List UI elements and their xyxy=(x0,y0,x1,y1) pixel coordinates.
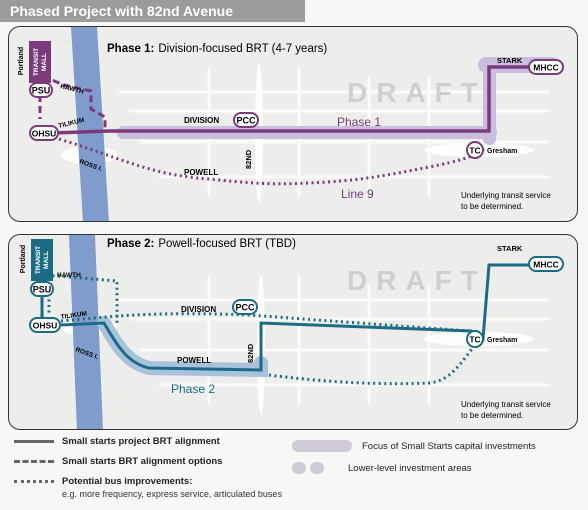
portland-label: Portland xyxy=(18,47,25,75)
mhcc-station[interactable]: MHCC xyxy=(528,256,564,272)
pcc-station[interactable]: PCC xyxy=(232,299,258,315)
focus-swatch xyxy=(292,440,352,452)
psu-station[interactable]: PSU xyxy=(30,281,54,297)
phase2-map: DRAFT TRANSIT MALL Portland PSU OHSU PCC xyxy=(20,235,564,429)
underlying-service-line2: to be determined. xyxy=(461,202,523,211)
legend-focus: Focus of Small Starts capital investment… xyxy=(292,440,536,452)
legend-lower: Lower-level investment areas xyxy=(292,462,472,474)
draft-watermark: DRAFT xyxy=(347,265,487,296)
psu-label: PSU xyxy=(33,285,52,295)
mhcc-station[interactable]: MHCC xyxy=(528,59,564,75)
willamette-river xyxy=(69,235,103,429)
psu-label: PSU xyxy=(32,86,51,96)
map-legend: Small starts project BRT alignment Small… xyxy=(14,434,584,510)
gresham-label: Gresham xyxy=(487,148,517,155)
willamette-river xyxy=(71,27,109,221)
mhcc-label: MHCC xyxy=(533,260,559,270)
ohsu-station[interactable]: OHSU xyxy=(29,317,61,333)
dotted-line-swatch xyxy=(14,480,54,483)
legend-solid-label: Small starts project BRT alignment xyxy=(62,436,220,447)
phase1-route-label: Phase 1 xyxy=(337,115,381,129)
transit-mall-box xyxy=(31,239,53,281)
phase1-title: Phase 1:Division-focused BRT (4-7 years) xyxy=(107,43,327,55)
page-title: Phased Project with 82nd Avenue Crossove… xyxy=(0,0,305,41)
tc-station[interactable]: TC xyxy=(466,330,484,348)
hawthorne-bus-improvements xyxy=(40,273,119,325)
division-label: DIVISION xyxy=(184,116,219,125)
division-label: DIVISION xyxy=(181,305,216,314)
psu-station[interactable]: PSU xyxy=(29,82,53,98)
tilikum-label: TILIKUM xyxy=(60,310,87,321)
pcc-station[interactable]: PCC xyxy=(233,112,259,128)
phase1-map: DRAFT TRANSIT MALL Portland PSU OHSU PCC xyxy=(18,27,564,221)
transit-mall-box xyxy=(29,41,51,83)
draft-watermark: DRAFT xyxy=(347,77,487,108)
dashed-line-swatch xyxy=(14,460,54,463)
legend-dotted: Potential bus improvements: xyxy=(14,476,192,487)
tc-label: TC xyxy=(469,146,480,156)
underlying-service-line1: Underlying transit service xyxy=(461,400,551,409)
portland-label: Portland xyxy=(20,245,27,273)
hawthorne-option-alignment xyxy=(38,72,107,131)
hawthorne-label: HAWTH xyxy=(57,272,81,279)
street-grid xyxy=(119,275,549,405)
division-bus-improvements xyxy=(47,294,470,333)
transit-mall-label-1: TRANSIT xyxy=(35,246,42,274)
street82-label: 82ND xyxy=(244,149,253,169)
legend-solid: Small starts project BRT alignment xyxy=(14,436,220,447)
gresham-label: Gresham xyxy=(487,337,517,344)
legend-lower-label: Lower-level investment areas xyxy=(348,462,472,474)
phase1-brt-alignment xyxy=(52,65,529,135)
legend-dashed-label: Small starts BRT alignment options xyxy=(62,456,223,467)
tc-label: TC xyxy=(469,335,480,345)
stark-label: STARK xyxy=(497,56,523,65)
ohsu-label: OHSU xyxy=(32,129,57,139)
lower-swatch-2 xyxy=(310,462,324,474)
street82-label: 82ND xyxy=(246,343,255,363)
mhcc-label: MHCC xyxy=(533,63,559,73)
transit-mall-label-2: MALL xyxy=(43,251,50,269)
powell-label: POWELL xyxy=(184,168,218,177)
phase2-route-label: Phase 2 xyxy=(171,382,215,396)
underlying-service-line1: Underlying transit service xyxy=(461,191,551,200)
ohsu-label: OHSU xyxy=(33,321,58,331)
legend-dashed: Small starts BRT alignment options xyxy=(14,456,222,467)
stark-label: STARK xyxy=(497,244,523,253)
lower-swatch-1 xyxy=(292,462,306,474)
legend-dotted-sub: e.g. more frequency, express service, ar… xyxy=(62,489,282,499)
phase1-map-panel: DRAFT TRANSIT MALL Portland PSU OHSU PCC xyxy=(8,26,578,222)
tc-station[interactable]: TC xyxy=(466,141,484,159)
legend-focus-label: Focus of Small Starts capital investment… xyxy=(362,440,536,452)
underlying-service-line2: to be determined. xyxy=(461,411,523,420)
transit-mall-label-2: MALL xyxy=(41,53,48,71)
phase2-title: Phase 2:Powell-focused BRT (TBD) xyxy=(107,238,296,250)
phase2-map-panel: DRAFT TRANSIT MALL Portland PSU OHSU PCC xyxy=(8,234,578,430)
transit-mall-label-1: TRANSIT xyxy=(33,48,40,76)
line9-bus-improvements xyxy=(58,137,485,186)
pcc-label: PCC xyxy=(235,303,255,313)
legend-dotted-label: Potential bus improvements: xyxy=(62,476,193,487)
line9-route-label: Line 9 xyxy=(341,187,374,201)
ohsu-station[interactable]: OHSU xyxy=(29,125,59,141)
powell-label: POWELL xyxy=(177,356,211,365)
pcc-label: PCC xyxy=(236,116,256,126)
solid-line-swatch xyxy=(14,440,54,443)
